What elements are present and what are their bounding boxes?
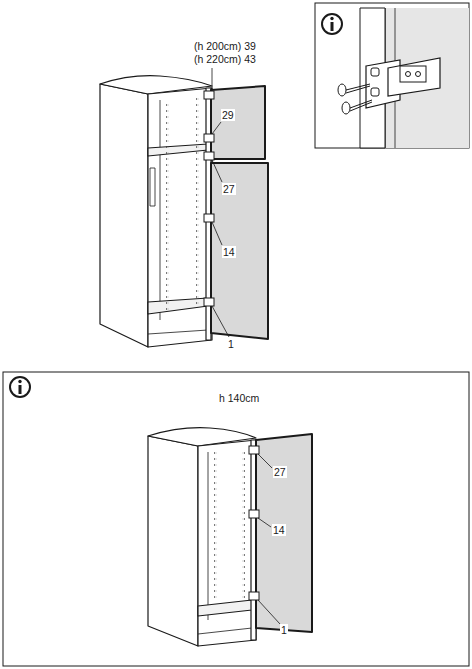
info-inset: [315, 3, 469, 148]
hinges: [204, 91, 214, 306]
drawing-circle: [322, 14, 342, 34]
drawing-polygon: [198, 440, 256, 646]
callout-number: 1: [280, 624, 288, 636]
drawing-rect: [331, 22, 334, 31]
hinges-short: [249, 446, 259, 600]
drawing-line: [258, 454, 272, 468]
drawing-rect: [315, 3, 469, 148]
drawing-line: [350, 102, 372, 111]
drawing-rect: [166, 100, 169, 310]
drawing-circle: [330, 17, 333, 20]
short-cabinet: [148, 428, 256, 646]
drawing-polyline: [148, 330, 208, 334]
drawing-rect: [242, 450, 245, 600]
drawing-polygon: [211, 86, 265, 159]
drawing-rect: [249, 510, 259, 518]
drawing-g: [338, 84, 372, 114]
drawing-line: [212, 122, 221, 134]
drawing-circle: [416, 72, 421, 77]
shelf-hole-rows: [166, 98, 199, 310]
drawing-line: [212, 160, 222, 182]
drawing-line: [258, 600, 280, 624]
drawing-circle: [10, 377, 30, 397]
drawing-rect: [204, 298, 214, 306]
drawing-polygon: [148, 88, 212, 347]
drawing-rect: [19, 385, 22, 394]
drawing-rect: [214, 452, 217, 602]
drawing-polygon: [385, 8, 469, 148]
doors: [211, 86, 268, 339]
callout-number: 14: [272, 524, 286, 536]
drawing-rect: [204, 91, 214, 99]
callout-number: 14: [222, 246, 236, 258]
drawing-line: [258, 518, 271, 527]
callout-number: 27: [273, 466, 287, 478]
drawing-rect: [249, 446, 259, 454]
drawing-line: [212, 222, 222, 245]
drawing-circle: [18, 380, 21, 383]
drawing-polyline: [160, 100, 161, 320]
drawing-path: [388, 58, 440, 96]
drawing-line: [346, 86, 370, 93]
drawing-rect: [204, 134, 214, 142]
drawing-polygon: [148, 436, 198, 646]
drawing-rect: [204, 152, 214, 160]
drawing-circle: [406, 72, 411, 77]
drawing-polygon: [198, 600, 252, 616]
drawing-ellipse: [342, 102, 350, 114]
drawing-polygon: [211, 163, 268, 339]
drawing-rect: [3, 372, 469, 666]
drawing-polygon: [100, 84, 148, 347]
callout-number: 29: [221, 109, 235, 121]
tall-cabinet: [100, 76, 212, 347]
callout-number: 1: [227, 338, 235, 350]
dimension-label: (h 220cm) 43: [193, 53, 257, 65]
drawing-rect: [150, 168, 155, 206]
door-short: [256, 434, 312, 632]
drawing-ellipse: [338, 84, 346, 96]
info-box-140: [3, 372, 469, 666]
drawing-rect: [204, 214, 214, 222]
drawing-line: [212, 68, 213, 91]
drawing-rect: [400, 66, 426, 82]
drawing-rect: [249, 592, 259, 600]
leader-lines-short: [258, 454, 280, 624]
drawing-rect: [196, 98, 199, 304]
drawing-line: [212, 306, 229, 337]
dimension-label: h 140cm: [218, 392, 260, 404]
callout-number: 27: [222, 183, 236, 195]
drawing-polyline: [208, 452, 209, 620]
drawing-polyline: [198, 628, 252, 634]
dimension-label: (h 200cm) 39: [193, 40, 257, 52]
drawing-rect: [371, 68, 379, 76]
shelf-hole-rows-short: [214, 450, 245, 602]
drawing-rect: [371, 88, 379, 96]
